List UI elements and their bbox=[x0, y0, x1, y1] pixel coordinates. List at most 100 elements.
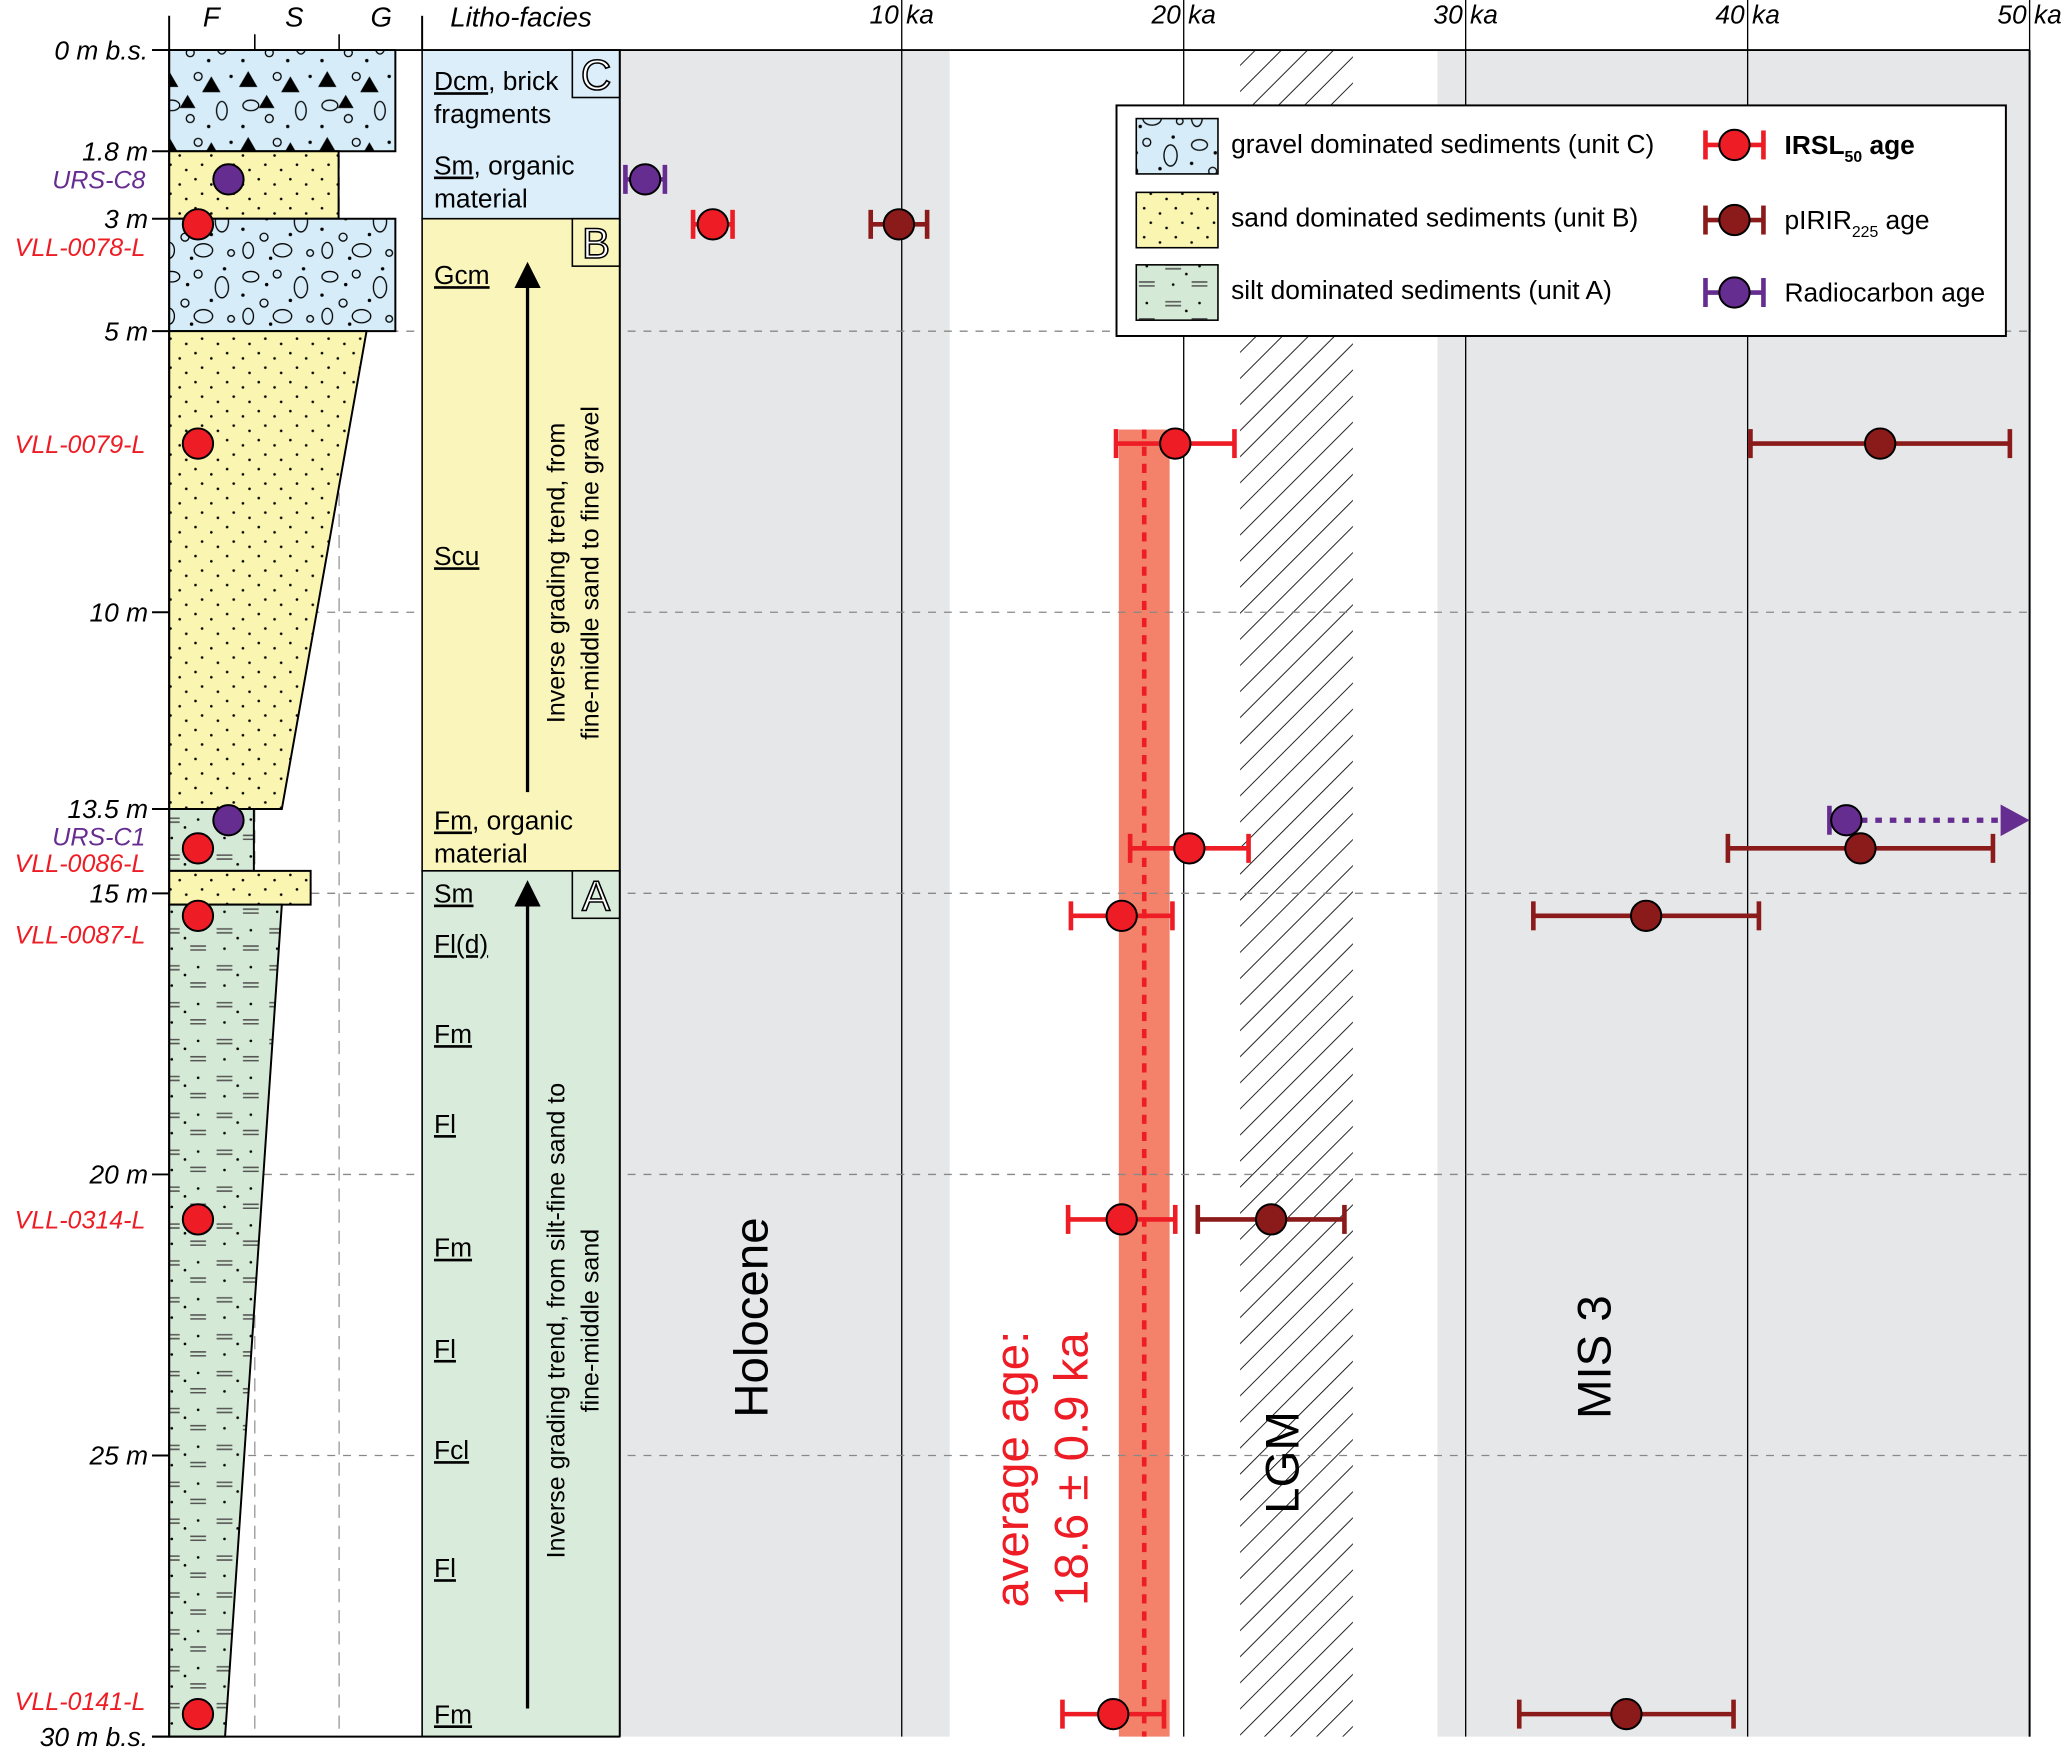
depth-tick-label: 5 m bbox=[104, 316, 148, 346]
facies-code: Fl(d) bbox=[434, 929, 488, 959]
age-pirir-vll-0314-l bbox=[1195, 1203, 1347, 1236]
legend-label-irsl: IRSL50 age bbox=[1785, 130, 1915, 166]
legend-swatch-gravel bbox=[1135, 117, 1219, 175]
facies-code: Fm bbox=[434, 1019, 472, 1049]
facies-label: Scu bbox=[434, 541, 479, 571]
facies-code: Fcl bbox=[434, 1435, 469, 1465]
legend-box bbox=[1115, 104, 2007, 337]
grain-size-header-S: S bbox=[285, 1, 304, 32]
lithology-layer-sand bbox=[168, 869, 312, 906]
age-marker bbox=[629, 163, 662, 196]
depth-tick-label: 15 m bbox=[89, 879, 148, 909]
age-pirir-vll-0087-l bbox=[1531, 899, 1762, 932]
depth-tick-label: 3 m bbox=[104, 204, 148, 234]
age-marker bbox=[1097, 1697, 1130, 1731]
age-irsl-vll-0314-l bbox=[1065, 1203, 1178, 1236]
period-label-average-line1: average age: bbox=[986, 1331, 1039, 1608]
facies-description-line2: material bbox=[434, 183, 528, 213]
facies-code: Gcm bbox=[434, 260, 490, 290]
facies-label: Fl bbox=[434, 1109, 456, 1139]
facies-code: Fl bbox=[434, 1334, 456, 1364]
period-label-holocene: Holocene bbox=[725, 1217, 778, 1417]
facies-label: Sm, organic bbox=[434, 151, 575, 181]
period-label-mis3: MIS 3 bbox=[1569, 1295, 1622, 1419]
legend-marker-irsl bbox=[1718, 128, 1751, 162]
age-irsl-vll-0087-l bbox=[1068, 899, 1175, 932]
sample-label: VLL-0141-L bbox=[15, 1688, 146, 1716]
facies-description: , brick bbox=[488, 66, 559, 96]
facies-code: Fm bbox=[434, 805, 472, 835]
age-tick-label: 40 ka bbox=[1715, 0, 1779, 30]
lithology-layer-sand bbox=[168, 330, 368, 811]
unit-B-label: B bbox=[582, 220, 610, 267]
trend-text-line2: fine-middle sand bbox=[577, 1229, 605, 1413]
sample-dot-urs-c1 bbox=[212, 804, 245, 837]
legend-swatch-sand bbox=[1135, 191, 1219, 249]
age-marker bbox=[1254, 1203, 1288, 1236]
sample-dot-vll-0086-l bbox=[181, 832, 215, 865]
legend: gravel dominated sediments (unit C)sand … bbox=[1115, 104, 2007, 337]
legend-marker-radiocarbon bbox=[1718, 276, 1751, 309]
age-pirir-vll-0141-l bbox=[1516, 1697, 1736, 1731]
facies-description: , organic bbox=[474, 151, 575, 181]
grain-size-header-G: G bbox=[371, 1, 393, 32]
facies-code: Scu bbox=[434, 541, 479, 571]
legend-method-name: pIRIR bbox=[1785, 205, 1852, 235]
age-marker bbox=[1830, 804, 1863, 837]
legend-method-tail: age bbox=[1862, 130, 1915, 160]
sample-label: VLL-0314-L bbox=[15, 1207, 146, 1235]
age-radiocarbon-urs-c8 bbox=[623, 163, 668, 196]
period-label-average-line2: 18.6 ± 0.9 ka bbox=[1046, 1332, 1099, 1606]
facies-label: Fm bbox=[434, 1233, 472, 1263]
age-marker bbox=[1159, 427, 1192, 460]
legend-marker-pirir bbox=[1718, 203, 1751, 237]
facies-description: , organic bbox=[472, 805, 573, 835]
age-radiocarbon-urs-c1 bbox=[1827, 804, 2030, 837]
age-tick-label: 20 ka bbox=[1150, 0, 1215, 30]
depth-tick-label: 30 m b.s. bbox=[40, 1722, 148, 1752]
grain-size-header-F: F bbox=[203, 1, 222, 32]
age-tick-label: 50 ka bbox=[1997, 0, 2061, 30]
unit-C-label: C bbox=[581, 52, 611, 99]
depth-tick-label: 13.5 m bbox=[68, 794, 149, 824]
legend-method-subscript: 50 bbox=[1845, 149, 1863, 166]
period-label-lgm: LGM bbox=[1256, 1411, 1309, 1514]
unit-B-box bbox=[421, 217, 621, 872]
age-marker bbox=[1864, 427, 1897, 460]
age-marker bbox=[1105, 1203, 1138, 1236]
age-markers bbox=[623, 163, 2030, 1731]
sample-dot-vll-0141-l bbox=[181, 1697, 215, 1731]
facies-code: Sm bbox=[434, 879, 474, 909]
age-marker bbox=[1173, 832, 1206, 865]
lithology-layer-silt bbox=[168, 903, 283, 1738]
facies-label: Fm bbox=[434, 1019, 472, 1049]
facies-code: Sm bbox=[434, 151, 474, 181]
facies-label: Sm bbox=[434, 879, 474, 909]
unit-A-label: A bbox=[582, 872, 611, 919]
facies-label: Dcm, brick bbox=[434, 66, 559, 96]
facies-label: Fm bbox=[434, 1699, 472, 1729]
unit-A-box bbox=[421, 870, 621, 1738]
age-marker bbox=[1105, 899, 1138, 932]
sample-dot-vll-0078-l bbox=[181, 208, 215, 241]
facies-code: Fl bbox=[434, 1109, 456, 1139]
legend-method-tail: age bbox=[1878, 205, 1929, 235]
facies-label: Gcm bbox=[434, 260, 490, 290]
sample-label: VLL-0087-L bbox=[15, 921, 146, 949]
depth-tick-label: 10 m bbox=[89, 597, 148, 627]
age-marker bbox=[1629, 899, 1663, 932]
arrow-right-icon bbox=[2000, 804, 2030, 837]
age-marker bbox=[1610, 1697, 1643, 1731]
depth-tick-label: 0 m b.s. bbox=[54, 35, 148, 65]
lithology-layer-gravel-tri bbox=[168, 49, 397, 153]
depth-tick-label: 20 m bbox=[88, 1160, 148, 1190]
age-tick-label: 30 ka bbox=[1433, 0, 1497, 30]
age-marker bbox=[882, 208, 916, 241]
sample-label: VLL-0086-L bbox=[15, 850, 146, 878]
lithology-log: URS-C8VLL-0078-LVLL-0079-LURS-C1VLL-0086… bbox=[15, 49, 397, 1738]
legend-label-pirir: pIRIR225 age bbox=[1785, 205, 1930, 241]
facies-code: Fm bbox=[434, 1699, 472, 1729]
